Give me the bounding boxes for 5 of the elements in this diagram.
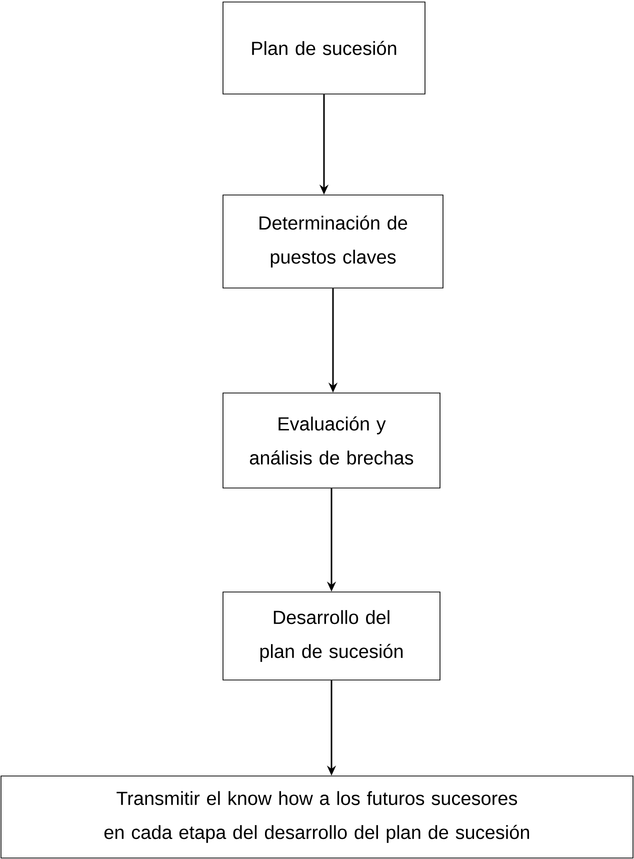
- process-box: Transmitir el know how a los futuros sucesores en cada etapa del desarrollo del plan de sucesión: [0, 776, 634, 858]
- process-box: Determinación de puestos claves: [222, 194, 444, 288]
- process-box: Desarrollo del plan de sucesión: [222, 592, 440, 680]
- process-box: Plan de sucesión: [222, 2, 426, 94]
- process-box: Evaluación y análisis de brechas: [222, 392, 440, 488]
